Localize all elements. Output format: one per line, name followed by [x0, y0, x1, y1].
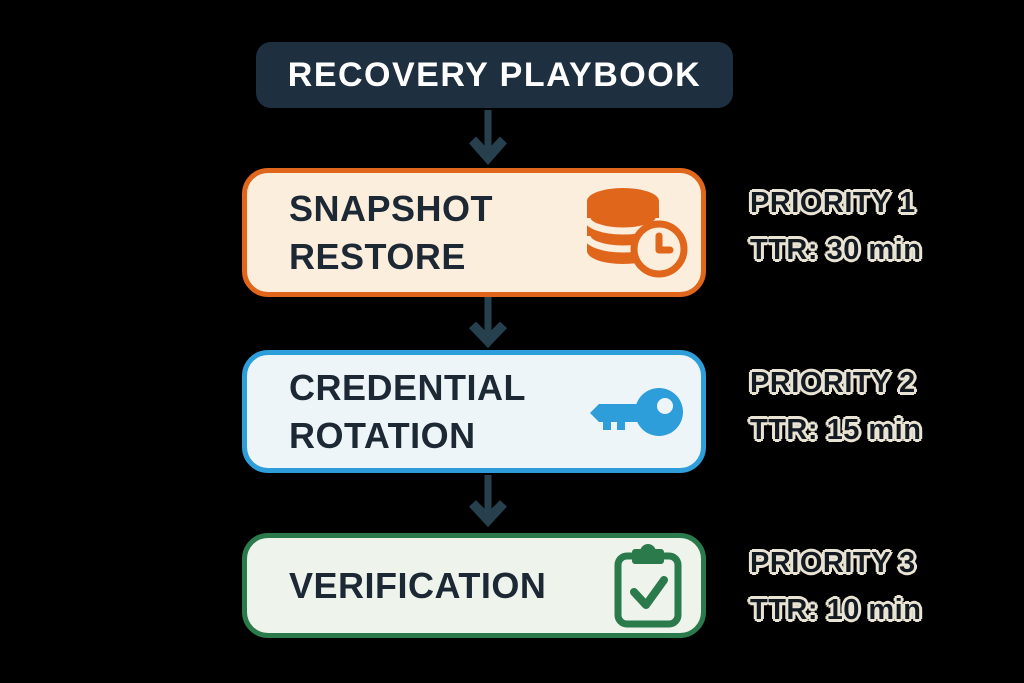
ttr-label: TTR: 15 min — [750, 414, 922, 446]
annotation-priority-3: PRIORITY 3 TTR: 10 min — [750, 540, 921, 634]
step-label-line: SNAPSHOT — [289, 187, 494, 229]
arrow-down-icon — [466, 297, 510, 350]
key-icon — [585, 381, 685, 443]
step-label-line: CREDENTIAL — [289, 366, 526, 408]
priority-label: PRIORITY 1 — [750, 187, 916, 219]
diagram-title: RECOVERY PLAYBOOK — [256, 42, 733, 108]
step-credential-rotation: CREDENTIAL ROTATION — [242, 350, 706, 473]
arrow-down-icon — [466, 475, 510, 529]
step-snapshot-restore: SNAPSHOT RESTORE — [242, 168, 706, 297]
step-label-line: VERIFICATION — [289, 564, 547, 606]
annotation-priority-1: PRIORITY 1 TTR: 30 min — [750, 180, 921, 274]
annotation-priority-2: PRIORITY 2 TTR: 15 min — [750, 360, 921, 454]
ttr-label: TTR: 10 min — [750, 594, 922, 626]
step-label-line: ROTATION — [289, 414, 476, 456]
diagram-title-label: RECOVERY PLAYBOOK — [287, 55, 702, 94]
priority-label: PRIORITY 3 — [750, 547, 916, 579]
clipboard-check-icon — [611, 542, 685, 630]
database-clock-icon — [583, 187, 689, 279]
step-label-line: RESTORE — [289, 235, 466, 277]
ttr-label: TTR: 30 min — [750, 234, 922, 266]
step-verification: VERIFICATION — [242, 533, 706, 638]
priority-label: PRIORITY 2 — [750, 367, 916, 399]
arrow-down-icon — [466, 110, 510, 167]
